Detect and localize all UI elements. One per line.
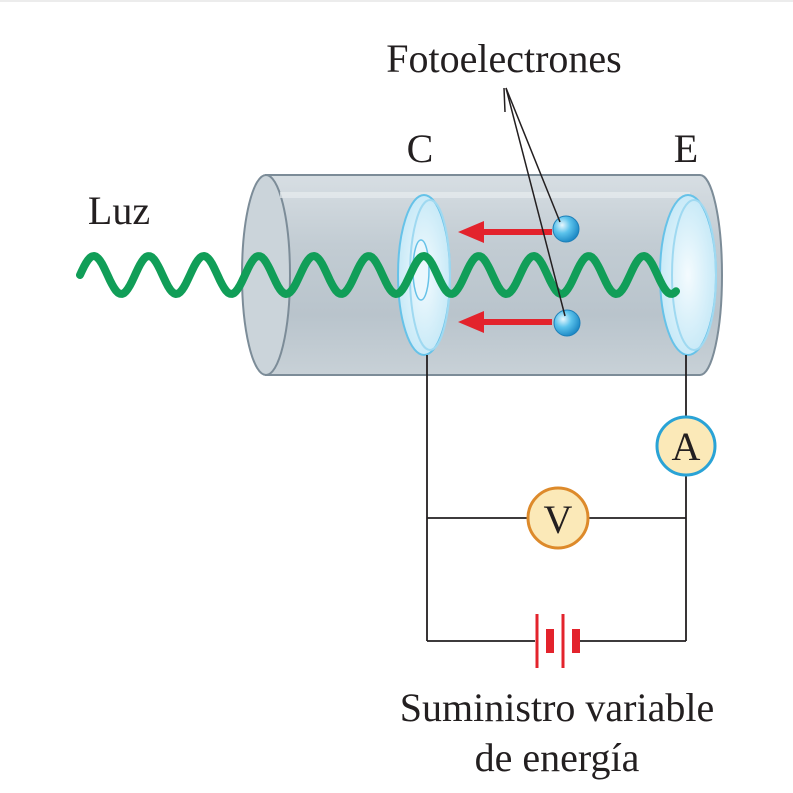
voltmeter: V (526, 486, 590, 550)
supply-label-line1: Suministro variable (400, 685, 714, 730)
light-label: Luz (88, 188, 150, 233)
light-wave (76, 252, 680, 298)
voltmeter-label: V (544, 497, 573, 542)
circuit-wires (426, 355, 687, 642)
photoelectron-leaders (503, 87, 566, 317)
vacuum-tube (241, 174, 723, 376)
ammeter: A (655, 415, 717, 477)
cathode-label: C (407, 126, 434, 171)
electron-top (552, 215, 580, 243)
battery-symbol (535, 614, 580, 668)
emitter-plate (659, 194, 717, 356)
electron-bottom (553, 309, 581, 337)
electron-arrow-top (458, 221, 552, 243)
emitter-label: E (674, 126, 698, 171)
electron-arrow-bottom (458, 311, 552, 333)
supply-label-line2: de energía (475, 735, 640, 780)
photoelectrons-label: Fotoelectrones (386, 36, 622, 81)
ammeter-label: A (672, 424, 701, 469)
